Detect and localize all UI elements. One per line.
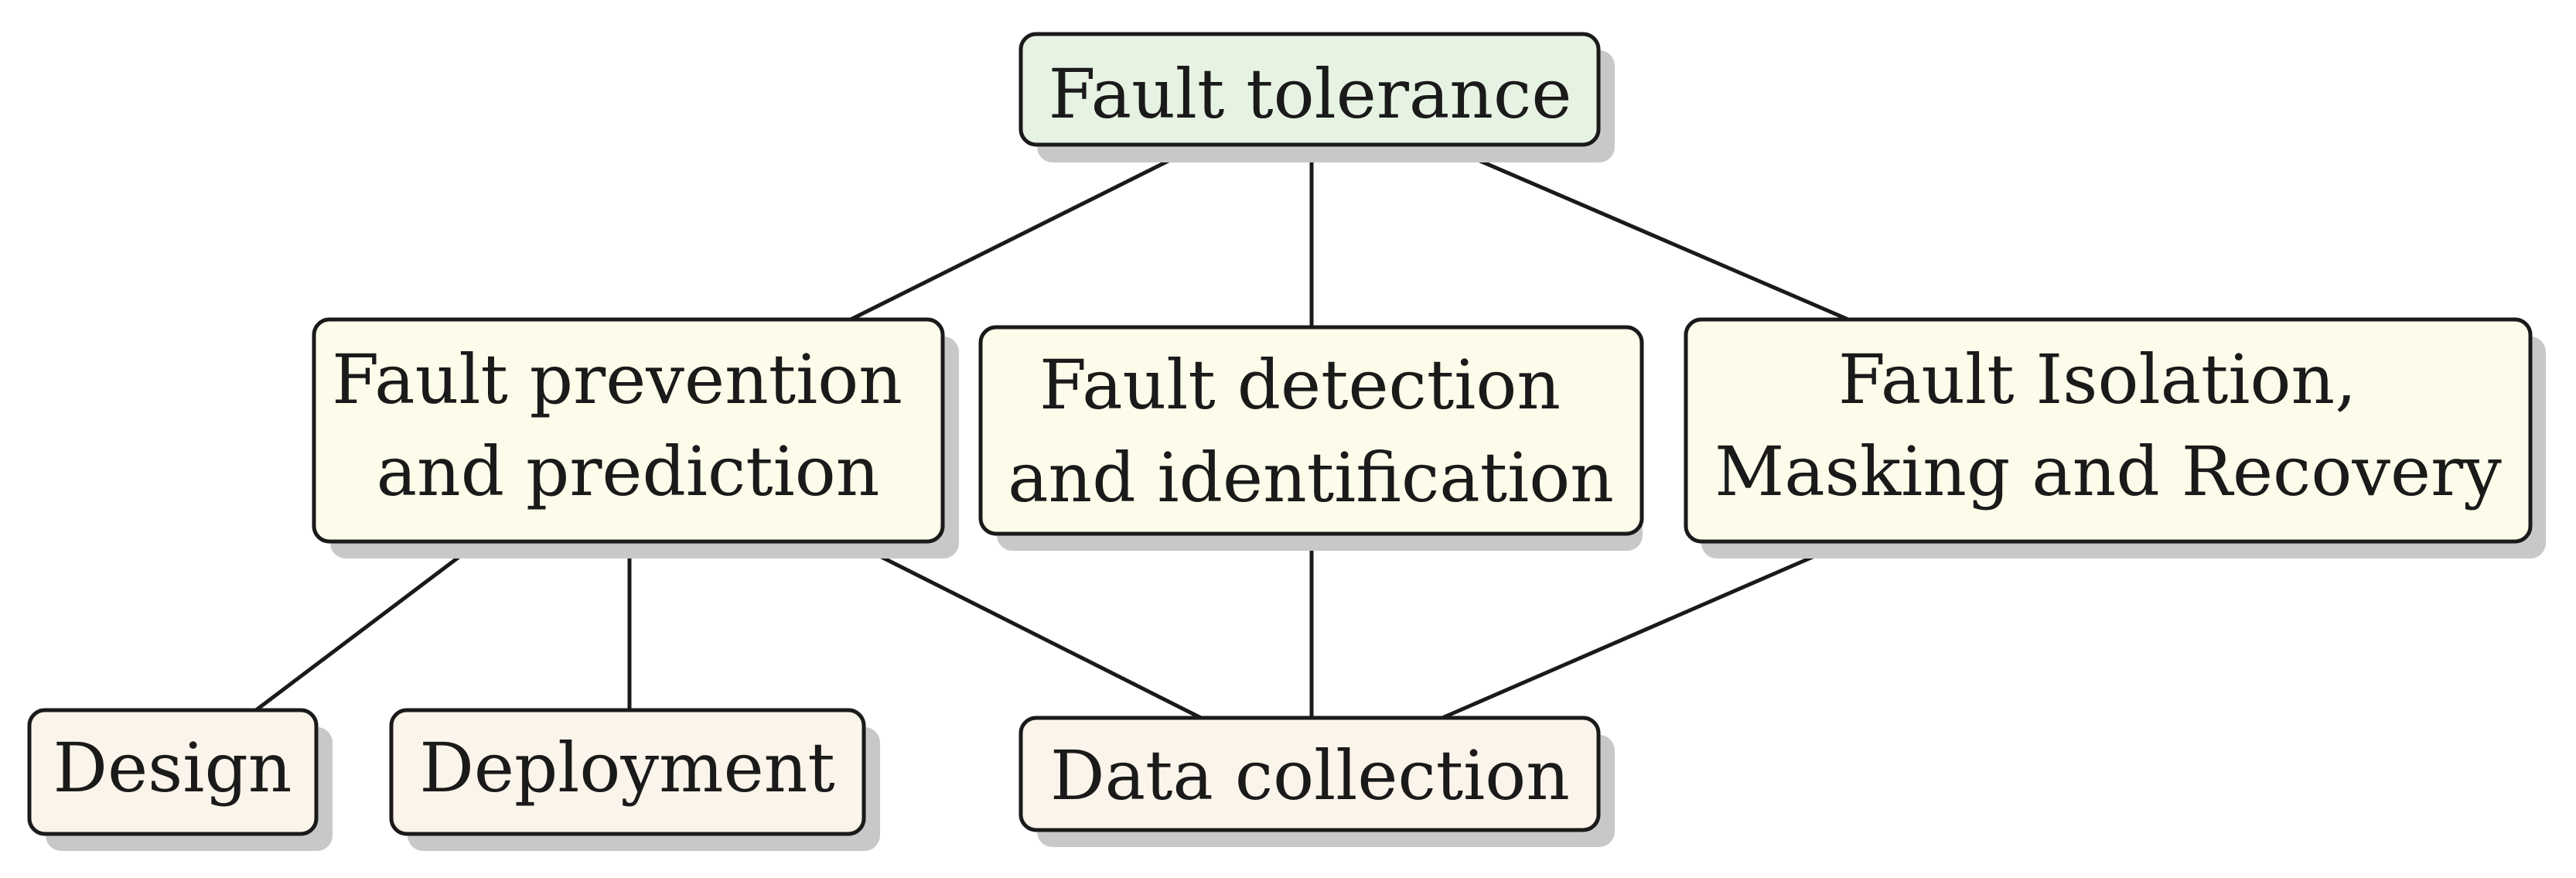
node-fault-isolation: Fault Isolation, Masking and Recovery [1684,317,2546,559]
node-label-line-1: Fault detection [1039,345,1561,425]
node-box [978,325,1644,536]
node-box [1018,32,1601,147]
svg-text:Fault tolerance: Fault tolerance [1049,54,1572,134]
edge-prevention-datacollection [849,539,1203,720]
node-design: Design [27,708,333,851]
node-label-line-1: Fault prevention [332,340,902,419]
edge-tolerance-isolation [1442,142,1849,322]
node-fault-detection: Fault detection and identification [978,325,1644,551]
node-box [389,708,866,836]
node-box [1684,317,2533,544]
node-label-line-2: and identification [1008,438,1614,518]
node-box [312,317,945,544]
node-label-line-1: Fault Isolation, [1838,340,2356,419]
node-label-line-2: and prediction [377,432,880,511]
svg-text:Data collection: Data collection [1050,736,1570,815]
node-fault-tolerance: Fault tolerance [1018,32,1615,162]
node-label: Design [53,728,292,808]
svg-text:Deployment: Deployment [419,728,834,808]
edge-prevention-design [254,540,481,712]
node-label-line-2: Masking and Recovery [1714,432,2502,511]
node-box [1018,716,1601,832]
svg-text:Fault prevention and pre: Fault prevention and prediction [332,340,924,511]
node-label: Deployment [419,728,834,808]
node-deployment: Deployment [389,708,880,851]
node-label: Fault tolerance [1049,54,1572,134]
edge-tolerance-prevention [849,142,1203,322]
svg-text:Fault detection and iden: Fault detection and identification [1008,345,1614,518]
node-label: Data collection [1050,736,1570,815]
edges [254,142,1849,720]
node-data-collection: Data collection [1018,716,1615,847]
edge-isolation-datacollection [1442,539,1849,720]
svg-text:Fault Isolation, Masking: Fault Isolation, Masking and Recovery [1714,340,2502,511]
svg-text:Design: Design [53,728,292,808]
node-fault-prevention: Fault prevention and prediction [312,317,959,559]
node-box [27,708,319,836]
